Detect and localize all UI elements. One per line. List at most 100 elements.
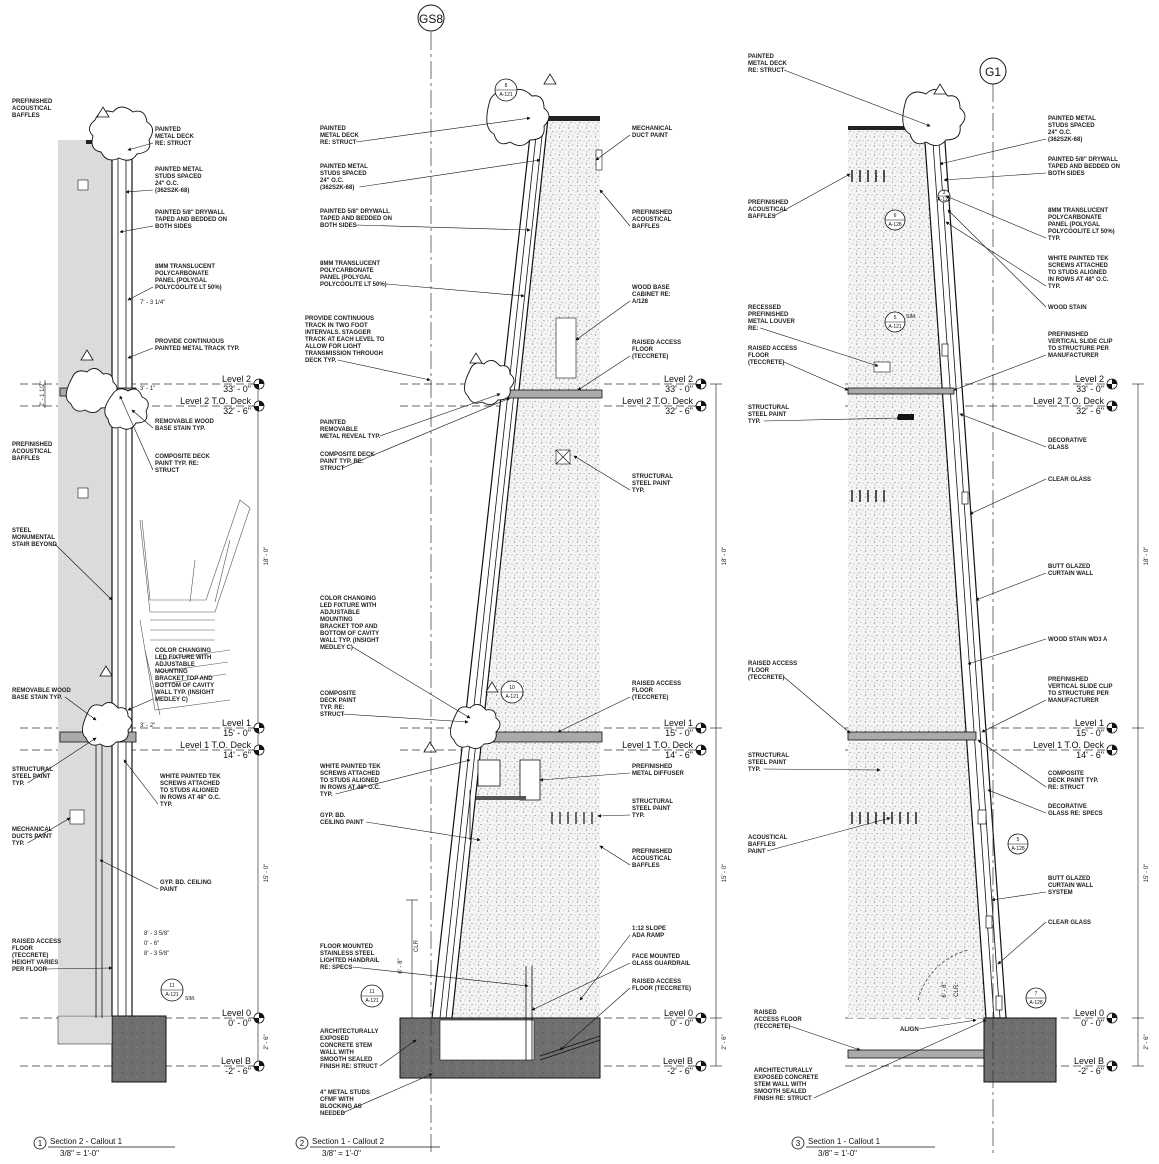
level-marker-l1-3: Level 115' - 0"	[1075, 718, 1118, 738]
s3-tag1-number: 6	[894, 213, 897, 219]
s2-dim-4: 6' - 8"	[398, 958, 404, 973]
level-name: Level 0	[664, 1008, 693, 1018]
level-marker-l0-2: Level 00' - 0"	[664, 1008, 707, 1028]
level-name: Level 1	[222, 718, 251, 728]
s2-dim-3: 2' - 6"	[722, 1034, 728, 1049]
level-marker-l0-1: Level 00' - 0"	[222, 1008, 265, 1028]
s3-tag2-number: 5	[894, 315, 897, 321]
s2-tag3-sheet: A-121	[365, 998, 379, 1004]
note-s3-n18: CLEAR GLASS	[1048, 477, 1091, 483]
s2-tag2-sheet: A-121	[505, 694, 519, 700]
level-name: Level 2	[664, 374, 693, 384]
level-marker-l2-1: Level 233' - 0"	[222, 374, 265, 394]
level-name: Level 2	[1075, 374, 1104, 384]
s1-dim-10: 8' - 3 5/8"	[144, 951, 169, 957]
section-2-detail: GS8 8 A-121 10 A-121 11 A-121	[360, 4, 722, 1155]
s1-dim-3: 2' - 6"	[264, 1034, 270, 1049]
s3-title-number: 3	[796, 1139, 801, 1148]
note-s3-n15: WOOD STAIN	[1048, 305, 1087, 311]
level-elevation: 14' - 6"	[665, 750, 693, 760]
level-marker-l2-3: Level 233' - 0"	[1075, 374, 1118, 394]
level-name: Level 2 T.O. Deck	[180, 396, 251, 406]
section-3-detail: G1 6 A-128 5 A-121 5 A-128 7 A-128 3 A-1…	[847, 57, 1144, 1155]
level-marker-l2-2: Level 233' - 0"	[664, 374, 707, 394]
level-elevation: 0' - 0"	[228, 1018, 251, 1028]
level-name: Level 1 T.O. Deck	[622, 740, 693, 750]
s3-sim-label: SIM.	[906, 314, 916, 320]
s3-dim-3: 2' - 6"	[1144, 1034, 1150, 1049]
level-name: Level 1 T.O. Deck	[180, 740, 251, 750]
s2-tag2-number: 10	[509, 685, 515, 691]
s1-dim-1: 18' - 0"	[264, 547, 270, 566]
level-name: Level 0	[222, 1008, 251, 1018]
note-s2-n11: GYP. BD.CEILING PAINT	[320, 813, 364, 826]
s1-title-number: 1	[38, 1139, 43, 1148]
s1-sim-label: SIM.	[185, 996, 195, 1002]
section-titles: 1 Section 2 - Callout 1 3/8" = 1'-0" 2 S…	[33, 1136, 935, 1158]
section-1-detail: 11 A-121 SIM.	[44, 106, 264, 1083]
level-elevation: 33' - 0"	[1076, 384, 1104, 394]
level-elevation: -2' - 6"	[225, 1066, 251, 1076]
grid-gs8-label: GS8	[419, 12, 443, 26]
s1-dim-4: 7' - 3 1/4"	[140, 300, 165, 306]
level-name: Level 1	[1075, 718, 1104, 728]
note-s3-n25: CLEAR GLASS	[1048, 920, 1091, 926]
s3-tag2-sheet: A-121	[888, 324, 902, 330]
level-name: Level 1	[664, 718, 693, 728]
s3-tag4-number: 7	[1035, 991, 1038, 997]
level-name: Level B	[221, 1056, 251, 1066]
level-marker-l1-1: Level 115' - 0"	[222, 718, 265, 738]
s1-tag-sheet: A-121	[165, 992, 179, 998]
level-elevation: 14' - 6"	[1076, 750, 1104, 760]
s2-dim-5: CLR	[414, 939, 420, 952]
s1-dim-6: 3' - 1"	[140, 386, 155, 392]
s3-tag4-sheet: A-128	[1029, 1000, 1043, 1006]
level-name: Level 0	[1075, 1008, 1104, 1018]
s3-dim-1: 18' - 0"	[1144, 547, 1150, 566]
